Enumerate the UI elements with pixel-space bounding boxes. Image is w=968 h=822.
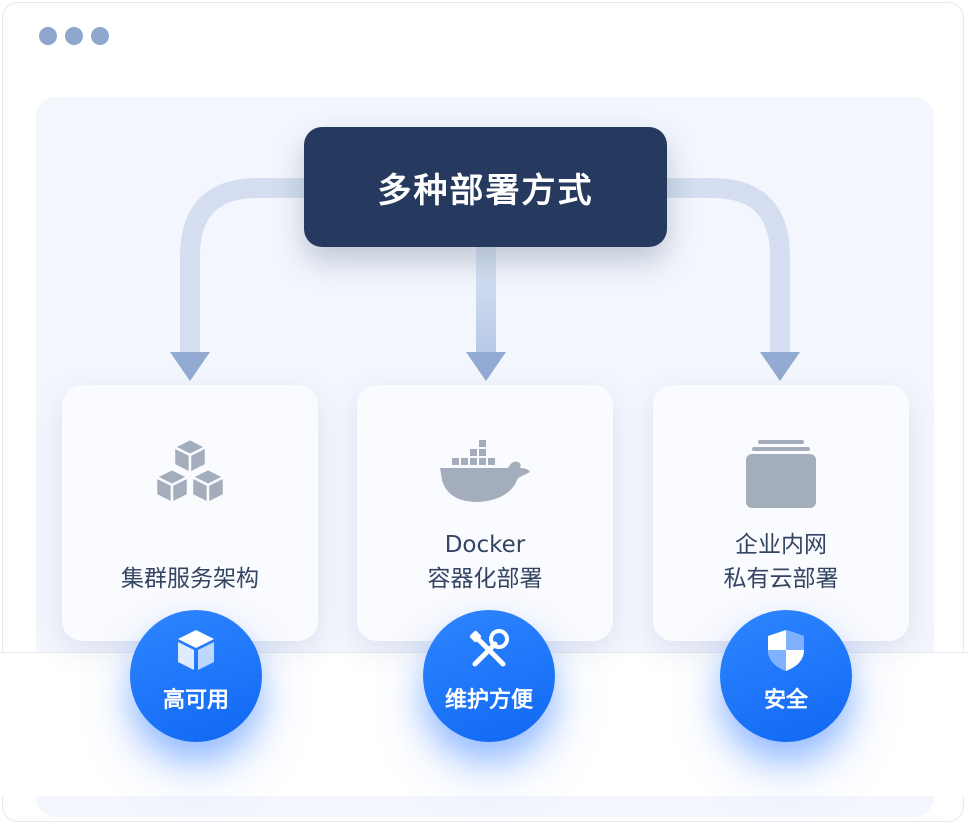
card-label-line-1: 企业内网: [735, 532, 827, 558]
badge-label: 维护方便: [444, 688, 533, 713]
card-private-cloud: 企业内网 私有云部署: [653, 385, 909, 641]
card-docker: Docker 容器化部署: [357, 385, 613, 641]
arrow-left-head: [170, 352, 210, 381]
wrench-screwdriver-icon: [469, 629, 509, 667]
cubes-icon: [154, 437, 226, 505]
window-dot-icon: [65, 27, 83, 45]
arrow-middle-head: [466, 352, 506, 381]
badge-high-availability: 高可用: [130, 610, 262, 742]
card-cluster: 集群服务架构: [62, 385, 318, 641]
badge-security: 安全: [720, 610, 852, 742]
arrow-right-head: [760, 352, 800, 381]
window-dot-icon: [91, 27, 109, 45]
arrow-left-connector: [180, 178, 306, 352]
docker-whale-icon: [440, 440, 530, 502]
card-label-line-2: 私有云部署: [723, 566, 839, 592]
window-dot-icon: [39, 27, 57, 45]
card-label: 集群服务架构: [121, 566, 259, 592]
badge-easy-maintenance: 维护方便: [423, 610, 555, 742]
stack-folders-icon: [746, 440, 816, 508]
shield-icon: [768, 630, 804, 671]
arrow-middle-connector: [476, 247, 496, 352]
box-icon: [178, 630, 214, 670]
card-label-line-2: 容器化部署: [427, 566, 543, 592]
card-label-line-1: Docker: [444, 532, 526, 558]
badge-label: 安全: [763, 688, 808, 713]
badge-label: 高可用: [162, 688, 229, 713]
diagram-title: 多种部署方式: [304, 127, 667, 247]
arrow-right-connector: [665, 178, 790, 352]
connector-arrows: [170, 178, 800, 381]
